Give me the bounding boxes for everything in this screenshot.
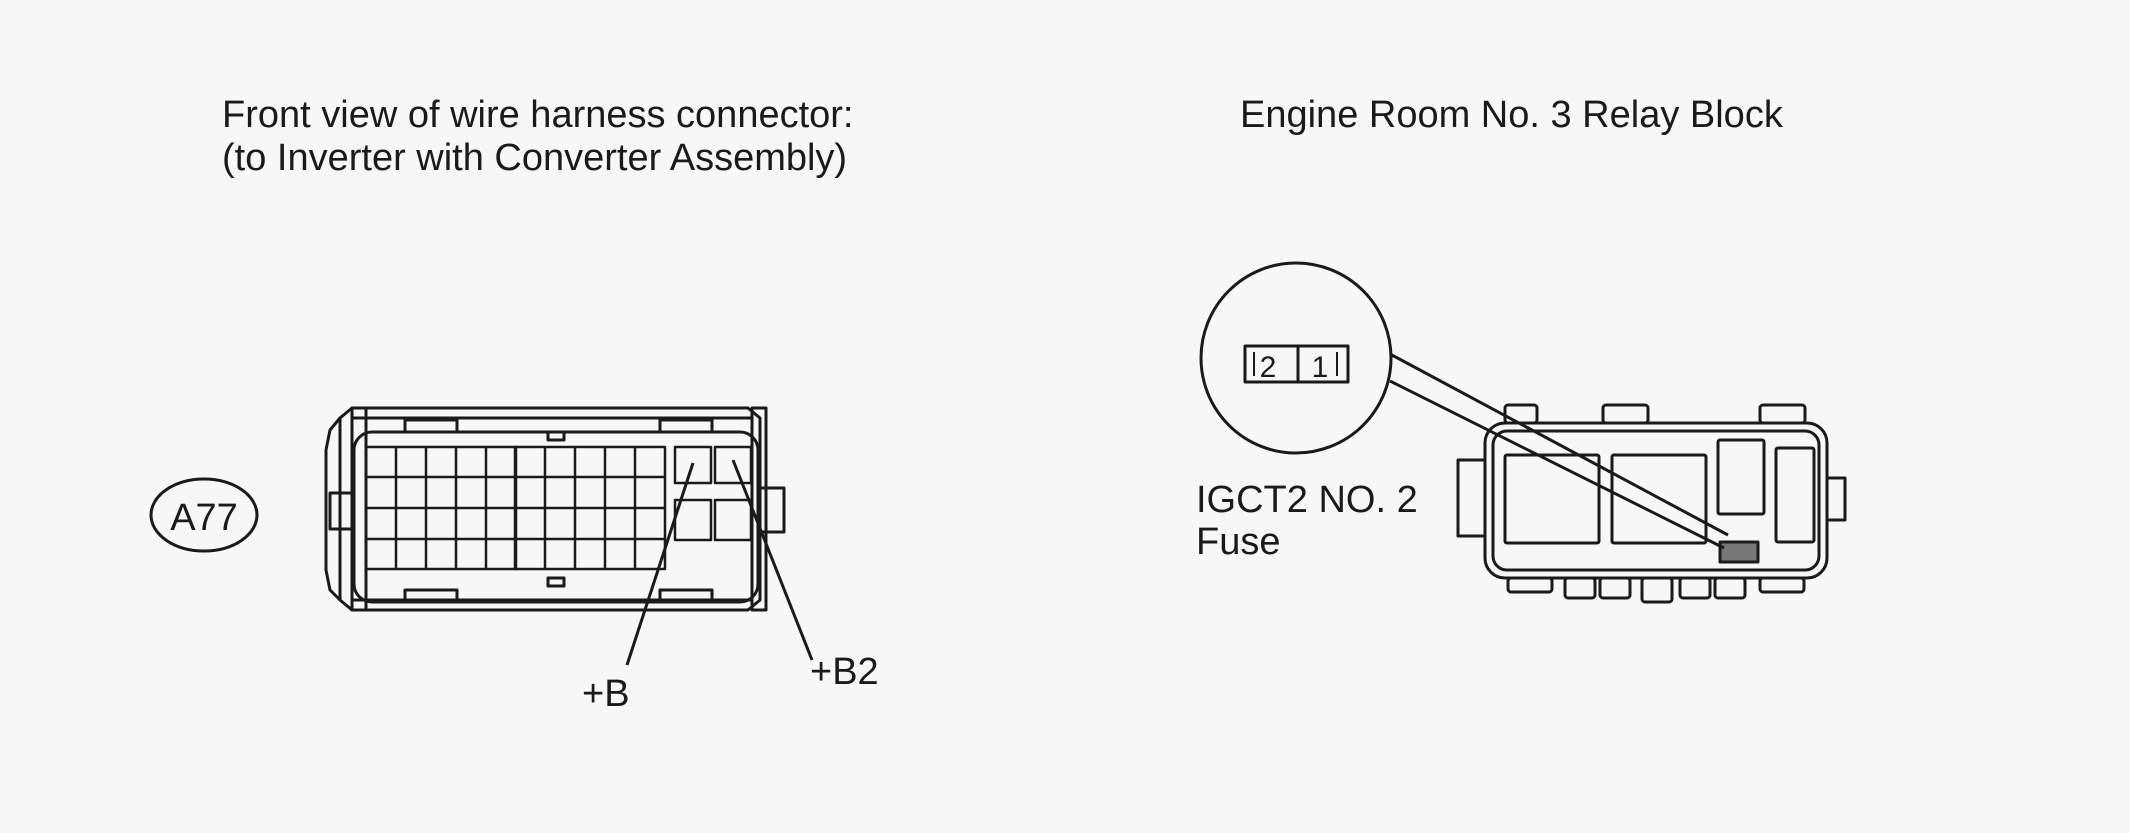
- wire-harness-connector: [324, 406, 786, 612]
- fuse-location-marker: [1718, 540, 1760, 564]
- leader-line-b2: [731, 459, 814, 661]
- connector-id-text: A77: [170, 497, 238, 539]
- relay-block: [1456, 403, 1847, 604]
- connector-id-badge: A77: [149, 477, 259, 553]
- fuse-label-line1: IGCT2 NO. 2: [1196, 479, 1418, 521]
- fuse-pin-1: 1: [1312, 351, 1329, 384]
- fuse-magnifier: 2 1: [1199, 261, 1729, 550]
- connector-title-line1: Front view of wire harness connector:: [222, 94, 854, 136]
- connector-title-line2: (to Inverter with Converter Assembly): [222, 137, 848, 179]
- pin-label-b: +B: [582, 673, 630, 715]
- fuse-label-line2: Fuse: [1196, 521, 1281, 563]
- leader-line-b: [625, 462, 695, 666]
- relay-block-title: Engine Room No. 3 Relay Block: [1240, 94, 1783, 136]
- pin-label-b2: +B2: [810, 651, 879, 693]
- fuse-pin-2: 2: [1260, 351, 1277, 384]
